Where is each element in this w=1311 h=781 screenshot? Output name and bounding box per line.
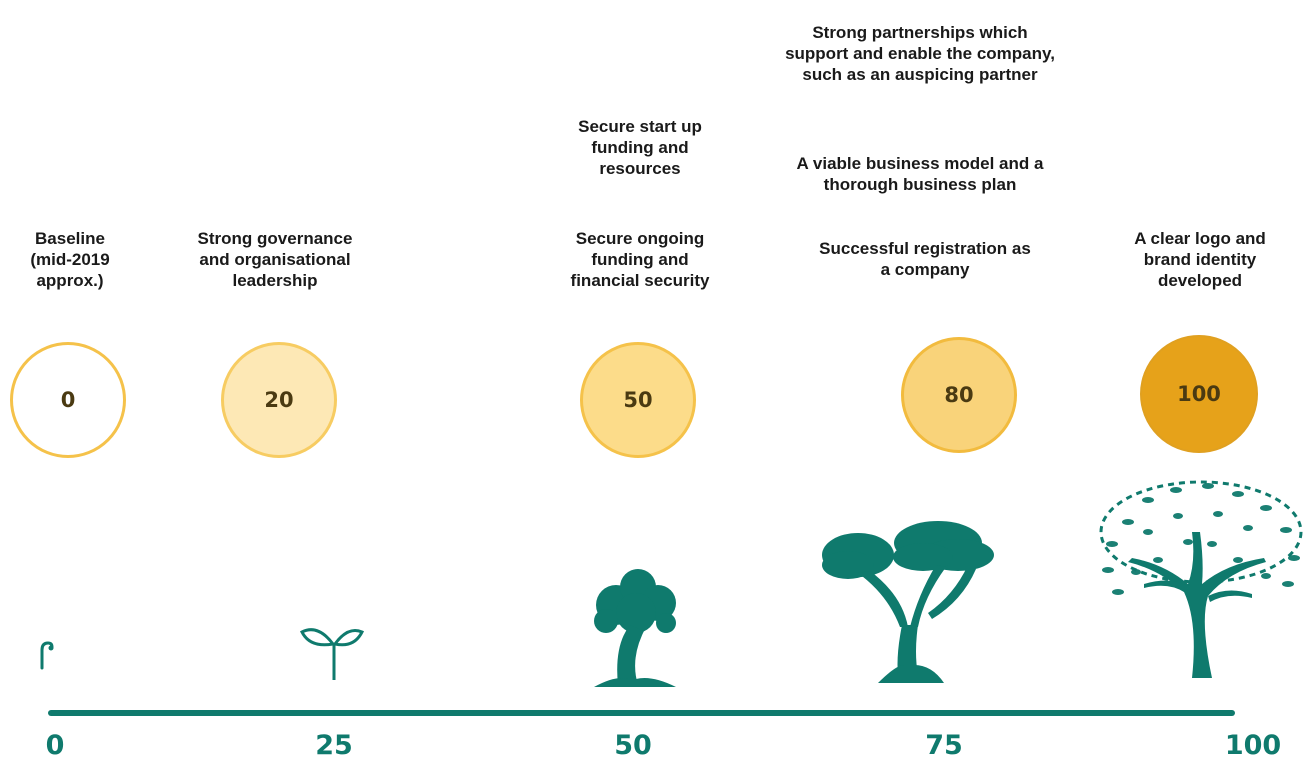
label-ongoing-funding: Secure ongoing funding and financial sec… xyxy=(570,229,710,290)
label-baseline: Baseline (mid-2019 approx.) xyxy=(30,229,110,290)
scale-label-0: 0 xyxy=(45,730,65,761)
mature-tree-icon xyxy=(1099,480,1303,678)
label-governance: Strong governance and organisational lea… xyxy=(197,229,353,290)
milestone-value: 20 xyxy=(264,388,294,412)
milestone-circle-50: 50 xyxy=(580,342,696,458)
sprout-seed-icon xyxy=(40,641,54,670)
scale-label-25: 25 xyxy=(315,730,353,761)
milestone-circle-20: 20 xyxy=(221,342,337,458)
scale-label-75: 75 xyxy=(925,730,963,761)
progress-axis-line xyxy=(48,710,1235,716)
growing-tree-icon xyxy=(822,521,994,683)
label-business-model: A viable business model and a thorough b… xyxy=(796,154,1044,194)
milestone-value: 100 xyxy=(1177,382,1221,406)
milestone-circle-80: 80 xyxy=(901,337,1017,453)
milestone-value: 0 xyxy=(60,388,76,412)
milestone-value: 80 xyxy=(944,383,974,407)
milestone-value: 50 xyxy=(623,388,653,412)
scale-label-50: 50 xyxy=(614,730,652,761)
young-tree-icon xyxy=(594,569,676,687)
label-brand: A clear logo and brand identity develope… xyxy=(1134,229,1266,290)
scale-label-100: 100 xyxy=(1224,730,1282,761)
label-partnerships: Strong partnerships which support and en… xyxy=(785,23,1055,84)
label-registration: Successful registration as a company xyxy=(819,239,1031,279)
seedling-icon xyxy=(299,628,365,680)
milestone-circle-0: 0 xyxy=(10,342,126,458)
label-startup-funding: Secure start up funding and resources xyxy=(578,117,702,178)
milestone-circle-100: 100 xyxy=(1140,335,1258,453)
